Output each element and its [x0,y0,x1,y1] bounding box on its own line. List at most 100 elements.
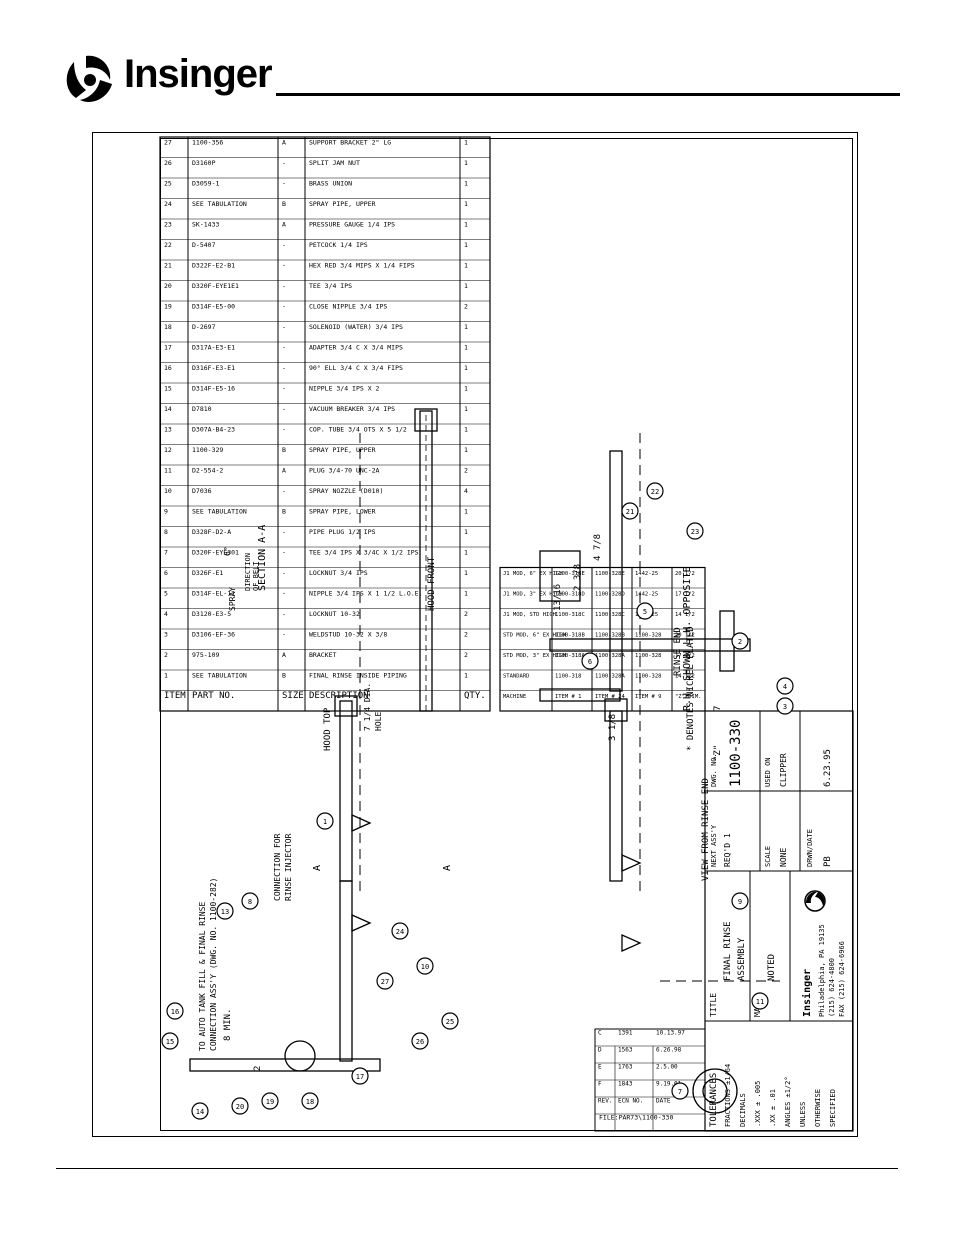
balloon [731,632,749,650]
balloon-label: 6 [588,658,592,666]
auto-tank-label-2: CONNECTION ASS'Y (DWG. NO. 1100-282) [209,878,218,1051]
rev-header: DATE [656,1098,671,1105]
balloon-label: 23 [691,528,699,536]
scale-value: NONE [779,848,788,867]
bom-cell: B [282,671,286,679]
balloon-label: 20 [236,1103,244,1111]
bom-cell: 1100-356 [192,138,223,146]
logo-mark-icon [66,55,112,103]
bom-cell: 1 [464,425,468,433]
bom-cell: 90° ELL 3/4 C X 3/4 FIPS [309,364,403,372]
piping-assembly [189,408,751,1114]
direction-label-2: OF BELT [252,561,260,591]
insinger-logo [66,55,112,103]
tolerance-line: OTHERWISE [814,1089,822,1127]
dim-7: 7 [713,706,723,711]
bom-cell: D2-554-2 [192,466,223,474]
tolerance-line: DECIMALS [739,1093,747,1127]
bom-cell: 1 [464,569,468,577]
balloon [751,992,769,1010]
bom-cell: 1 [464,384,468,392]
bom-cell: 2 [464,466,468,474]
bom-cell: D314F-E5-16 [192,384,235,392]
tolerance-line: UNLESS [799,1102,807,1127]
bom-cell: 1 [464,343,468,351]
balloon-label: 24 [396,928,404,936]
tab-cell: J1 MOD, 6" EX HIGH [503,571,563,577]
bom-cell: D-2697 [192,323,216,331]
bom-cell: - [282,364,286,372]
tab-cell: 1100-318E [555,571,585,577]
bom-cell: D7036 [192,487,212,495]
dim-z: "Z" [713,745,723,761]
bom-cell: 1 [464,138,468,146]
drwn-value: PB [823,856,833,867]
tab-cell: 1100-318B [555,632,585,638]
balloon [621,502,639,520]
title-block-logo-icon [804,890,826,912]
cut-mark-1: A [312,865,323,871]
rev-header: REV. [598,1098,612,1105]
tolerance-line: FRACTIONS ±1/64 [724,1064,732,1127]
auto-tank-label-1: TO AUTO TANK FILL & FINAL RINSE [198,902,207,1051]
dim-2-3-8: 2 3/8 [573,564,583,591]
balloon [411,1032,429,1050]
bom-cell: 4 [164,610,168,618]
bom-cell: D3059-1 [192,179,219,187]
connection-label-2: RINSE INJECTOR [284,833,293,901]
bom-cell: 1 [464,507,468,515]
bom-cell: - [282,241,286,249]
tab-header: ITEM # 1 [555,694,582,700]
bom-cell: - [282,610,286,618]
balloon-label: 21 [626,508,634,516]
bom-cell: 1 [464,364,468,372]
balloon-label: 22 [651,488,659,496]
bom-cell: D3120-E3-5 [192,610,231,618]
bom-cell: 11 [164,466,172,474]
tab-cell: STD MOD, 6" EX HIGH [503,632,566,638]
bom-cell: 1 [164,671,168,679]
bom-cell: PLUG 3/4-70 UNC-2A [309,466,380,474]
title-block-brand: Insinger [801,969,813,1017]
rev-cell: C [598,1030,602,1037]
bom-cell: 15 [164,384,172,392]
rev-cell: 9.19.01 [656,1081,682,1088]
footer-rule [56,1168,898,1169]
bom-cell: 20 [164,282,172,290]
bom-cell: SEE TABULATION [192,671,247,679]
balloon-label: 19 [266,1098,274,1106]
bom-cell: 3 [164,630,168,638]
balloon [316,812,334,830]
bom-cell: TEE 3/4 IPS [309,282,352,290]
bom-cell: 1 [464,323,468,331]
balloon-label: 26 [416,1038,424,1046]
bom-cell: - [282,282,286,290]
bom-cell: PRESSURE GAUGE 1/4 IPS [309,220,395,228]
bom-cell: 2 [464,651,468,659]
tab-cell: 1100-328 [635,632,662,638]
scale-label: SCALE [764,846,772,867]
used-on-value: CLIPPER [779,753,788,787]
bom-cell: 6 [164,569,168,577]
bom-cell: D314F-E5-00 [192,302,235,310]
tolerance-line: .XXX ± .005 [754,1081,762,1127]
bom-cell: - [282,159,286,167]
bom-cell: D320F-EYE1E1 [192,282,239,290]
balloon-label: 2 [738,638,742,646]
title-label: TITLE [709,993,718,1017]
balloon-label: 7 [678,1088,682,1096]
bom-cell: D317A-E3-E1 [192,343,235,351]
bom-cell: 9 [164,507,168,515]
bom-cell: LOCKNUT 10-32 [309,610,360,618]
bom-cell: - [282,343,286,351]
section-label: SECTION A-A [257,525,268,591]
bom-cell: 24 [164,200,172,208]
direction-label-1: DIRECTION [244,553,252,591]
bom-cell: D-5407 [192,241,216,249]
bom-cell: D3106-EF-36 [192,630,235,638]
tab-cell: 1442-25 [635,571,658,577]
bom-cell: HEX RED 3/4 MIPS X 1/4 FIPS [309,261,415,269]
bom-cell: 1100-329 [192,446,223,454]
bom-cell: - [282,487,286,495]
